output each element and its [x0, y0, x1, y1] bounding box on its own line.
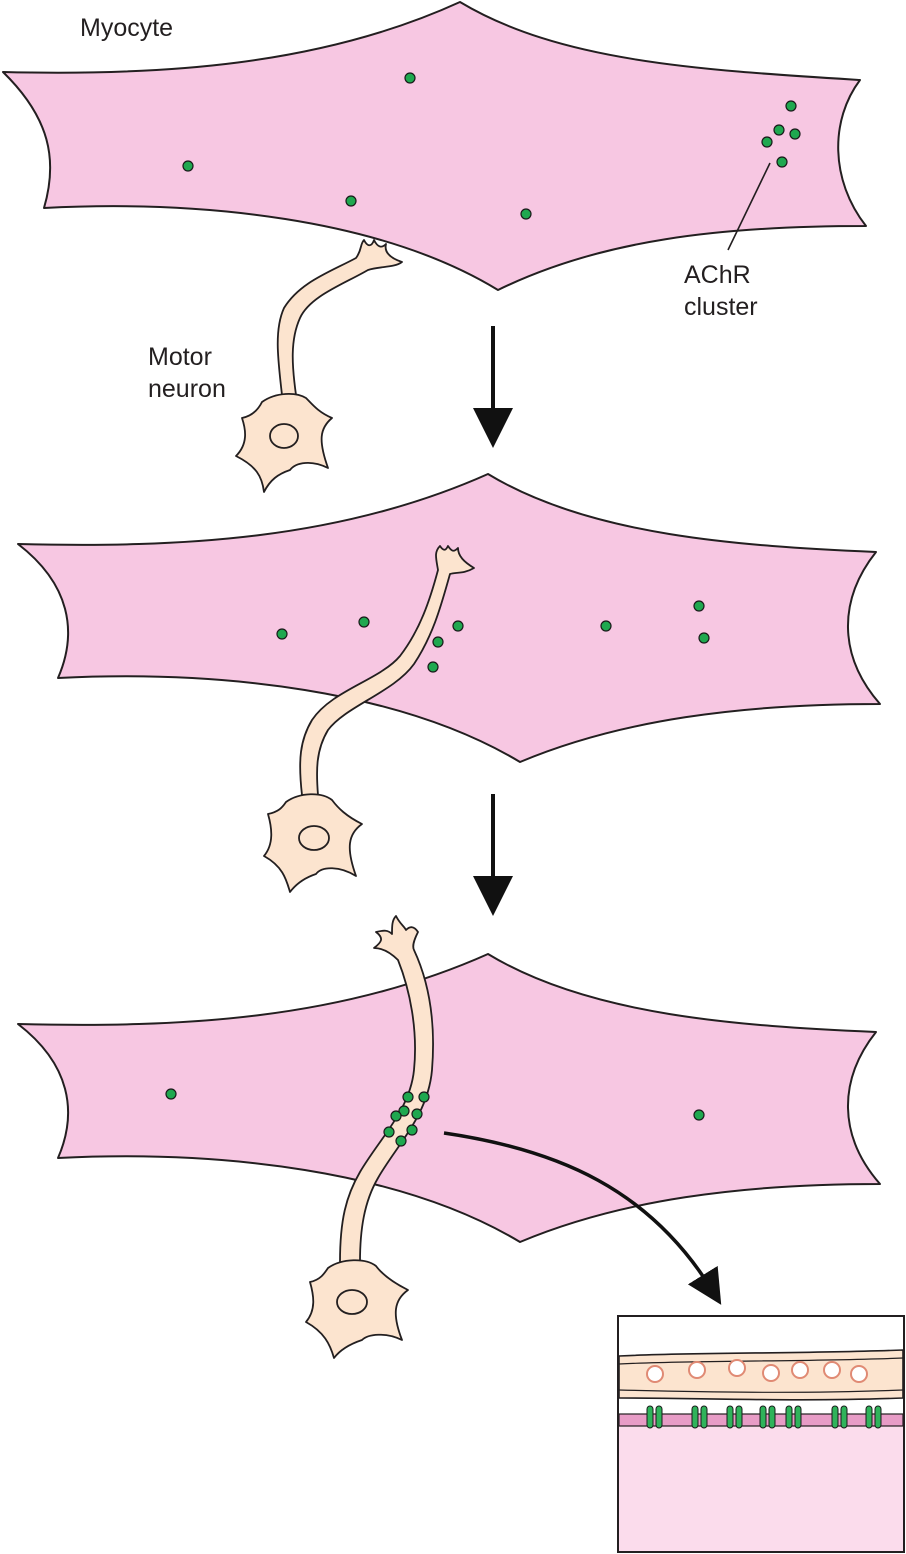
receptor [768, 1405, 776, 1429]
myocyte-cell-2 [17, 473, 881, 763]
neuron-soma [235, 393, 333, 493]
neuron-axon [299, 545, 475, 796]
receptor [759, 1405, 767, 1429]
achr-dot [427, 661, 439, 673]
motor-neuron-3 [305, 915, 434, 1359]
achr-dot [345, 195, 357, 207]
myocyte-cell-3 [17, 953, 881, 1243]
vesicle [728, 1359, 746, 1377]
achr-dot [383, 1126, 395, 1138]
achr-dot [761, 136, 773, 148]
neuron-axon [276, 239, 403, 396]
neuron-soma [263, 793, 363, 893]
achr-dot [698, 632, 710, 644]
achr-cluster-label-line2: cluster [684, 293, 758, 321]
panel-3 [17, 915, 881, 1359]
achr-dot [432, 636, 444, 648]
receptor [794, 1405, 802, 1429]
achr-cluster-label-line1: AChR [684, 261, 751, 289]
receptor [840, 1405, 848, 1429]
achr-dot [406, 1124, 418, 1136]
receptor [646, 1405, 654, 1429]
receptor [831, 1405, 839, 1429]
vesicle [762, 1364, 780, 1382]
achr-dot [418, 1091, 430, 1103]
receptor [874, 1405, 882, 1429]
receptor [735, 1405, 743, 1429]
achr-dots-1 [182, 72, 801, 220]
achr-dot [452, 620, 464, 632]
achr-dot [693, 600, 705, 612]
synapse-inset [617, 1315, 905, 1553]
achr-dot [776, 156, 788, 168]
motor-neuron-label-line1: Motor [148, 343, 212, 371]
achr-dot [395, 1135, 407, 1147]
inset-muscle [619, 1426, 903, 1551]
achr-dot [276, 628, 288, 640]
achr-dot [404, 72, 416, 84]
achr-dot [693, 1109, 705, 1121]
motor-neuron-2 [263, 545, 475, 893]
vesicle [850, 1365, 868, 1383]
vesicle [823, 1361, 841, 1379]
receptor [691, 1405, 699, 1429]
myocyte-cell-1 [2, 1, 867, 291]
achr-dot [789, 128, 801, 140]
neuron-nucleus [298, 825, 330, 851]
achr-dots-2 [276, 600, 710, 673]
achr-dot [390, 1110, 402, 1122]
receptor [785, 1405, 793, 1429]
vesicle [646, 1365, 664, 1383]
neuron-nucleus [336, 1289, 368, 1315]
achr-dot [182, 160, 194, 172]
neuron-soma [305, 1259, 409, 1359]
achr-dot [411, 1108, 423, 1120]
panel-2 [17, 473, 881, 893]
motor-neuron-label-line2: neuron [148, 375, 226, 403]
achr-receptors [646, 1405, 882, 1429]
myocyte-label: Myocyte [80, 14, 173, 42]
curved-arrow-icon [443, 1131, 722, 1305]
synaptic-vesicles [646, 1359, 868, 1383]
achr-dot [600, 620, 612, 632]
motor-neuron-1 [235, 239, 403, 493]
receptor [700, 1405, 708, 1429]
achr-dot [358, 616, 370, 628]
panel-1 [2, 1, 867, 493]
vesicle [791, 1361, 809, 1379]
neuron-nucleus [269, 423, 299, 449]
vesicle [688, 1361, 706, 1379]
achr-dot [520, 208, 532, 220]
achr-dot [402, 1091, 414, 1103]
achr-dot [773, 124, 785, 136]
receptor [726, 1405, 734, 1429]
receptor [655, 1405, 663, 1429]
receptor [865, 1405, 873, 1429]
achr-dot [398, 1105, 410, 1117]
achr-dots-3 [165, 1088, 705, 1147]
achr-leader-line [727, 162, 771, 251]
neuron-axon [339, 915, 434, 1263]
achr-dot [165, 1088, 177, 1100]
achr-dot [785, 100, 797, 112]
